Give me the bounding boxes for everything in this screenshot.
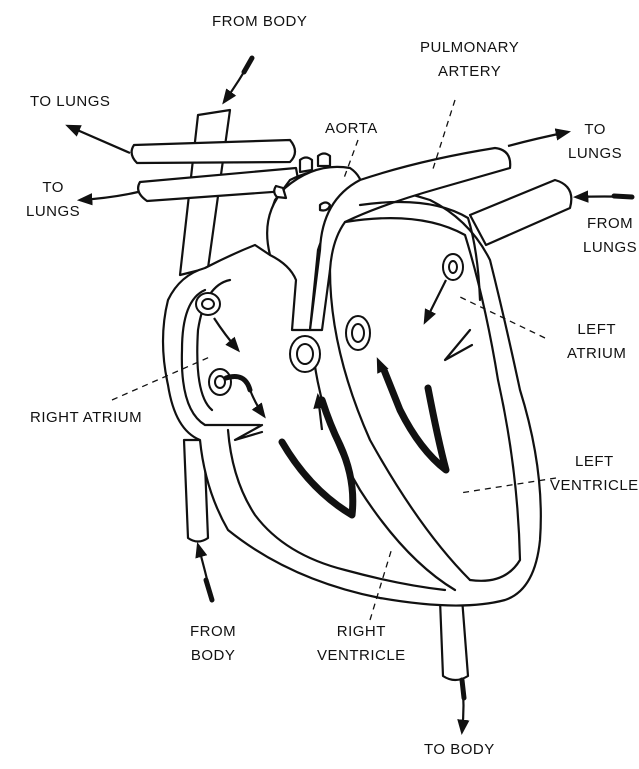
label-left-ventricle-line1: LEFT	[550, 450, 639, 474]
label-from-body-bottom-line2: BODY	[190, 644, 236, 668]
label-to-lungs-right-line1: TO	[568, 118, 622, 142]
label-left-ventricle-line2: VENTRICLE	[550, 474, 639, 498]
label-right-atrium: RIGHT ATRIUM	[30, 406, 142, 430]
aortic-valve-opening-inner	[352, 324, 364, 342]
label-from-lungs-line2: LUNGS	[583, 236, 637, 260]
label-to-lungs-lower-left-line1: TO	[26, 176, 80, 200]
label-to-lungs-upper-left-text: TO LUNGS	[30, 90, 110, 114]
label-from-body-top: FROM BODY	[212, 10, 307, 34]
arrow-from-body-top-tail	[244, 58, 252, 72]
label-to-lungs-right: TO LUNGS	[568, 118, 622, 166]
label-pulmonary-artery-line2: ARTERY	[420, 60, 519, 84]
label-from-lungs: FROM LUNGS	[583, 212, 637, 260]
label-aorta: AORTA	[325, 117, 378, 141]
label-left-atrium-line2: ATRIUM	[567, 342, 626, 366]
pulmonary-vein-opening-inner	[449, 261, 457, 273]
arrow-from-lungs-tail	[614, 196, 632, 197]
label-to-lungs-upper-left: TO LUNGS	[30, 90, 110, 114]
label-right-atrium-text: RIGHT ATRIUM	[30, 406, 142, 430]
label-from-lungs-line1: FROM	[583, 212, 637, 236]
arrow-from-body-bottom-tail	[206, 580, 212, 600]
label-to-lungs-lower-left: TO LUNGS	[26, 176, 80, 224]
arrow-to-lungs-lower-left	[80, 192, 138, 200]
label-left-atrium: LEFT ATRIUM	[567, 318, 626, 366]
label-from-body-bottom-line1: FROM	[190, 620, 236, 644]
label-right-ventricle-line2: VENTRICLE	[317, 644, 406, 668]
pulmonary-artery-left-upper	[132, 140, 295, 163]
aorta-branch-2	[318, 154, 330, 167]
label-to-body-text: TO BODY	[424, 738, 495, 762]
label-left-ventricle: LEFT VENTRICLE	[550, 450, 639, 498]
label-pulmonary-artery: PULMONARY ARTERY	[420, 36, 519, 84]
label-right-ventricle-line1: RIGHT	[317, 620, 406, 644]
label-to-lungs-lower-left-line2: LUNGS	[26, 200, 80, 224]
arrow-to-body-tail	[462, 680, 464, 698]
label-aorta-text: AORTA	[325, 117, 378, 141]
aorta-branch-4	[320, 203, 330, 211]
inferior-vena-cava-opening-inner	[215, 376, 225, 388]
superior-vena-cava-opening-inner	[202, 299, 214, 309]
label-from-body-top-text: FROM BODY	[212, 10, 307, 34]
pulmonary-vein-right	[470, 180, 571, 245]
label-to-lungs-right-line2: LUNGS	[568, 142, 622, 166]
arrow-to-lungs-upper-left	[68, 126, 130, 153]
aorta-branch-1	[300, 158, 312, 173]
pulmonary-valve-opening-inner	[297, 344, 313, 364]
label-left-atrium-line1: LEFT	[567, 318, 626, 342]
arrow-to-lungs-right	[508, 132, 568, 146]
descending-aorta	[440, 598, 468, 680]
label-from-body-bottom: FROM BODY	[190, 620, 236, 668]
label-pulmonary-artery-line1: PULMONARY	[420, 36, 519, 60]
label-to-body: TO BODY	[424, 738, 495, 762]
label-right-ventricle: RIGHT VENTRICLE	[317, 620, 406, 668]
